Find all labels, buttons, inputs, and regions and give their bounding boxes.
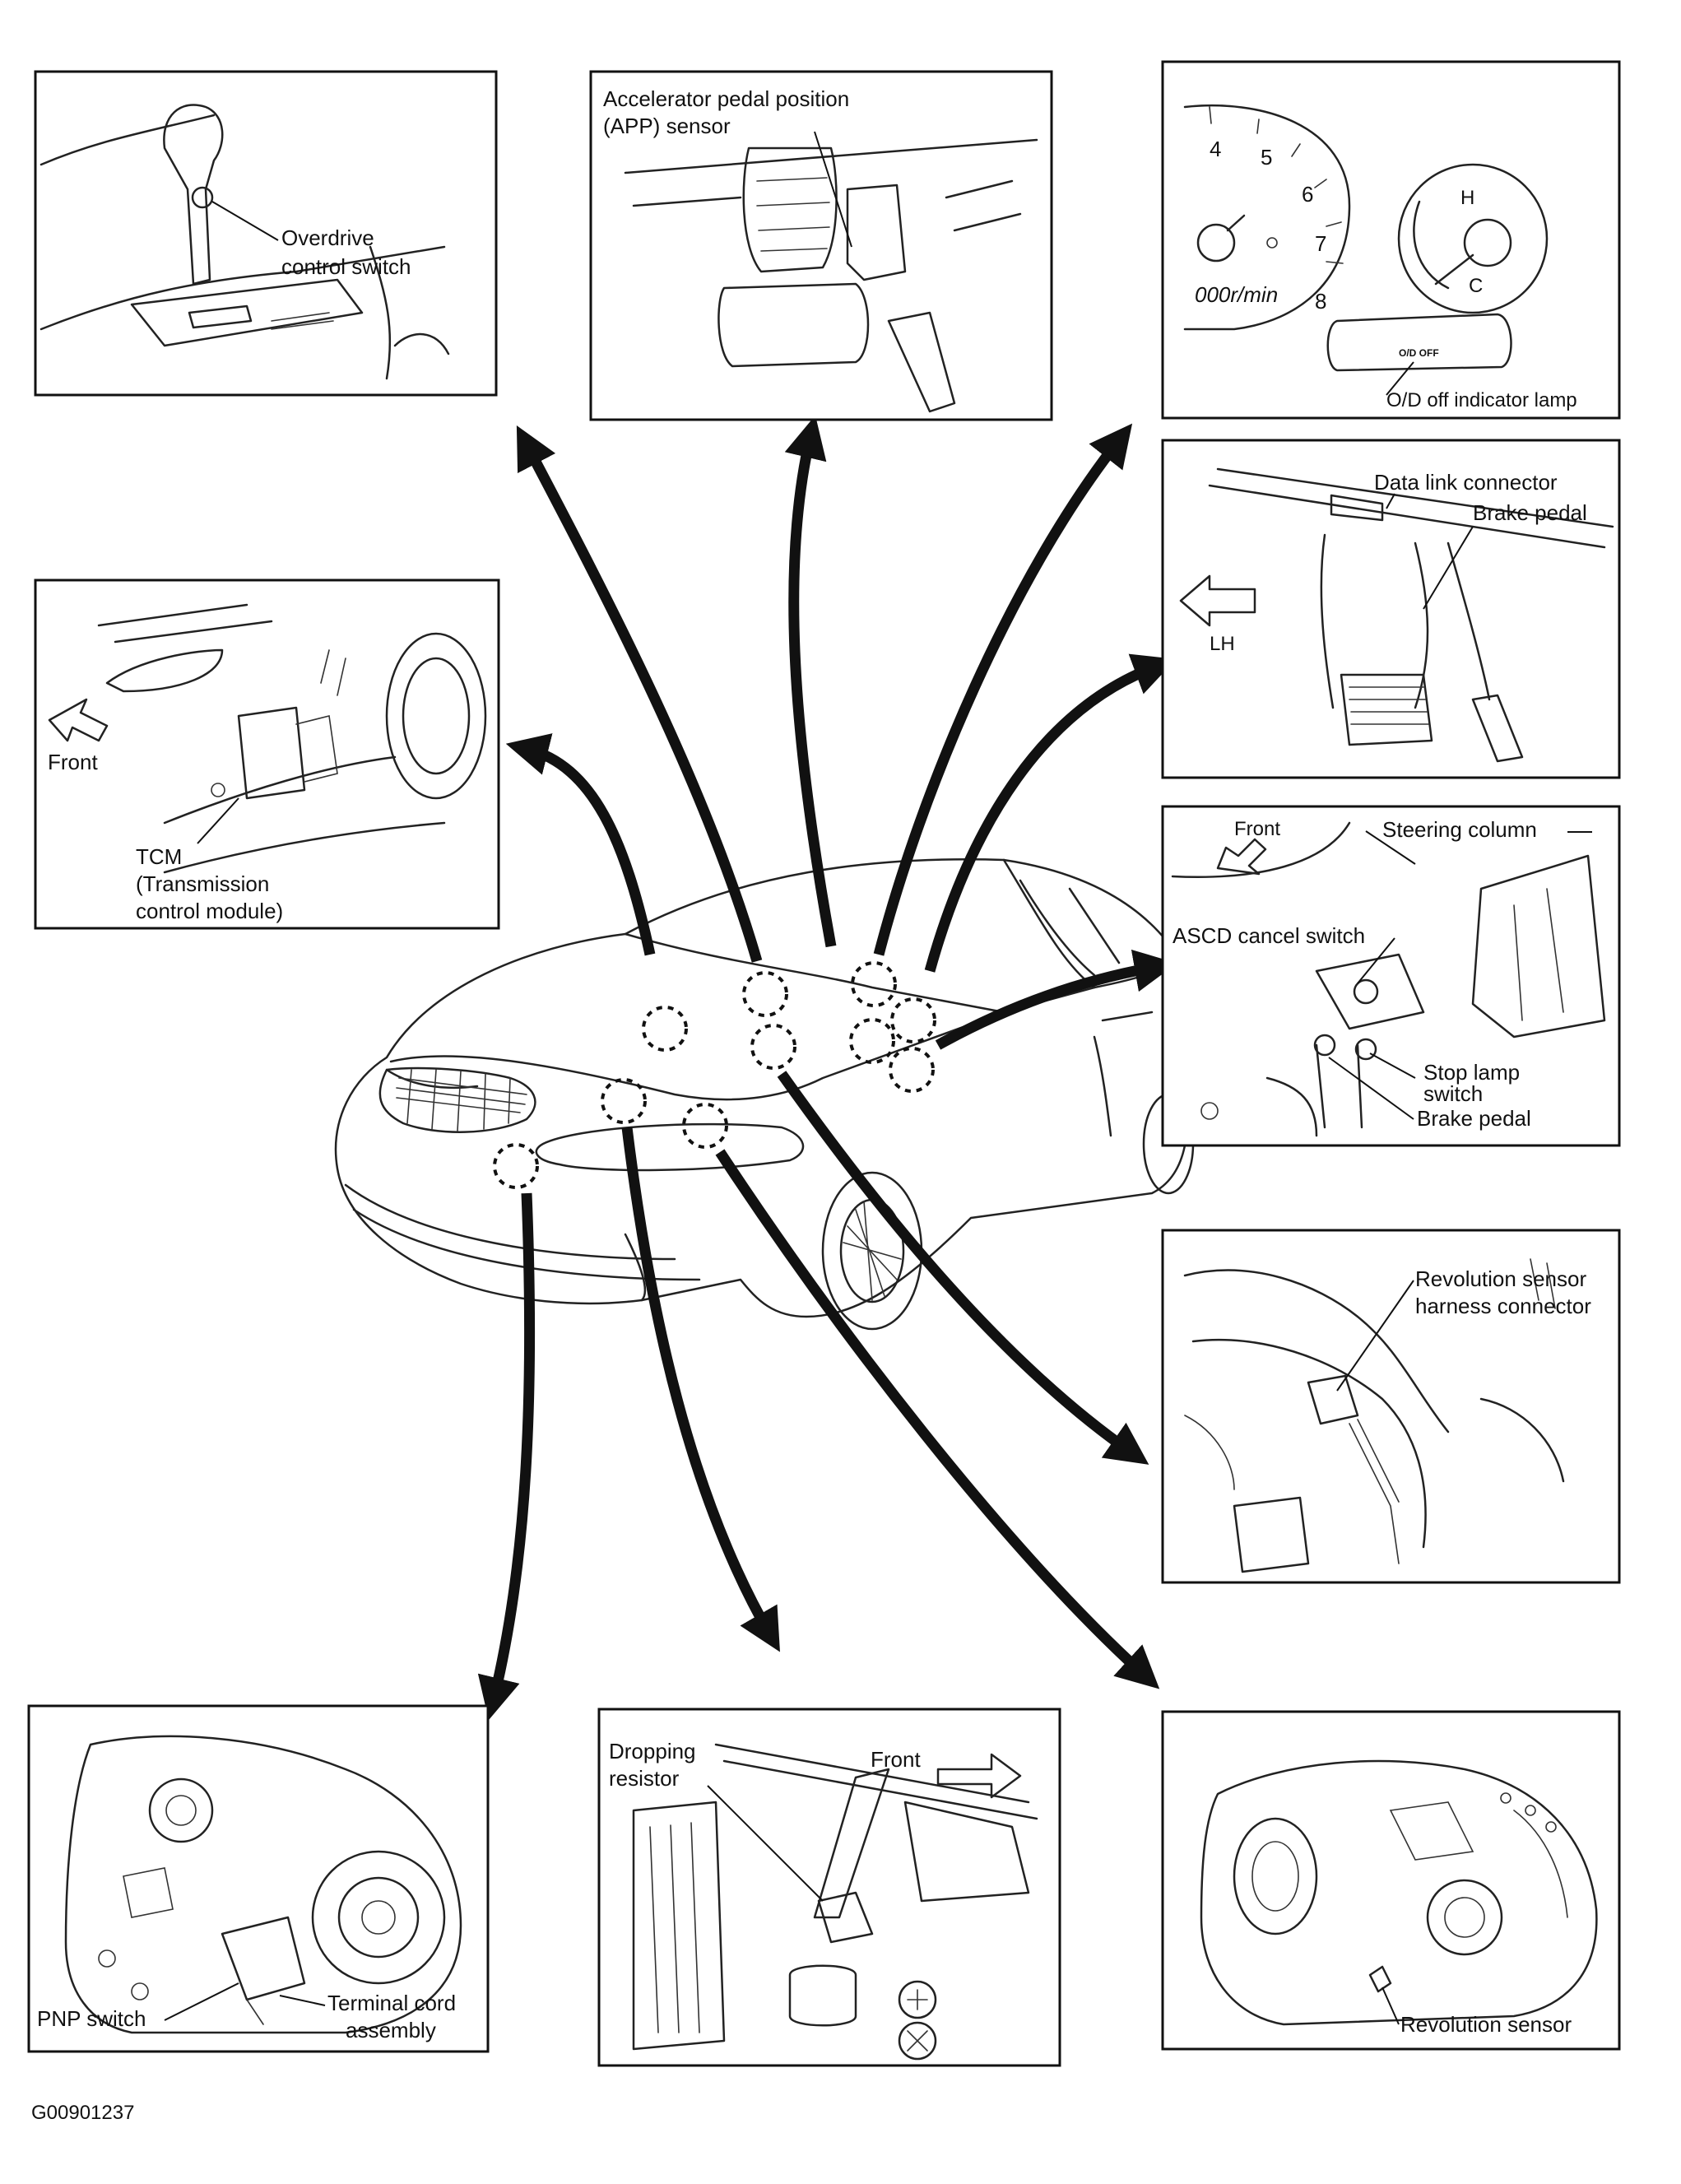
dropping-resistor-direction: Front bbox=[871, 1747, 921, 1772]
od-off-lamp-glyph: O/D OFF bbox=[1399, 347, 1439, 359]
arrow-to-gauge bbox=[873, 423, 1133, 956]
temperature-gauge bbox=[1397, 163, 1549, 314]
tachometer-hub bbox=[1196, 223, 1236, 263]
location-markers bbox=[493, 961, 936, 1189]
gauge-tick-5: 5 bbox=[1261, 145, 1272, 170]
dropping-resistor-label-line2: resistor bbox=[609, 1766, 680, 1791]
arrow-to-ascd bbox=[935, 949, 1177, 1050]
ascd-brake-pedal-label: Brake pedal bbox=[1417, 1106, 1531, 1131]
panel-revolution-sensor-connector: Revolution sensor harness connector bbox=[1161, 1229, 1621, 1584]
panel-data-link-connector: Data link connector Brake pedal LH bbox=[1161, 439, 1621, 779]
arrow-to-revolution-connector bbox=[777, 1071, 1149, 1465]
marker-revolution-sensor bbox=[682, 1103, 728, 1149]
overdrive-label-line1: Overdrive bbox=[281, 225, 374, 250]
marker-tcm bbox=[642, 1006, 688, 1052]
data-link-direction: LH bbox=[1210, 633, 1235, 655]
marker-revolution-connector bbox=[750, 1024, 796, 1070]
arrow-to-pnp bbox=[477, 1192, 536, 1721]
ascd-steering-column-label: Steering column bbox=[1382, 817, 1537, 842]
panel-ascd-cancel-switch: Front Steering column ASCD cancel switch… bbox=[1161, 805, 1621, 1147]
od-off-lamp-label: O/D off indicator lamp bbox=[1386, 389, 1577, 411]
panel-dropping-resistor: Dropping resistor Front bbox=[597, 1708, 1061, 2067]
marker-gauge bbox=[849, 1018, 895, 1064]
revolution-sensor-label: Revolution sensor bbox=[1400, 2012, 1572, 2037]
direction-arrow-front-ascd bbox=[1216, 838, 1267, 876]
gauge-unit: 000r/min bbox=[1195, 282, 1278, 307]
data-link-label: Data link connector bbox=[1374, 470, 1558, 495]
app-sensor-label-line2: (APP) sensor bbox=[603, 114, 731, 138]
dropping-resistor-label-line1: Dropping bbox=[609, 1739, 696, 1763]
gauge-tick-8: 8 bbox=[1315, 289, 1326, 314]
arrow-to-overdrive bbox=[516, 425, 763, 963]
revolution-connector-label-line1: Revolution sensor bbox=[1415, 1266, 1586, 1291]
marker-app-sensor bbox=[851, 961, 897, 1007]
direction-arrow-front-dropping bbox=[936, 1753, 1022, 1799]
marker-data-link bbox=[890, 997, 936, 1043]
arrow-to-data-link bbox=[924, 653, 1177, 973]
marker-pnp bbox=[493, 1143, 539, 1189]
gauge-tick-4: 4 bbox=[1210, 137, 1221, 161]
gauge-hot: H bbox=[1460, 187, 1474, 209]
ascd-direction: Front bbox=[1234, 818, 1280, 840]
tcm-label-line2: (Transmission bbox=[136, 871, 269, 896]
panel-pnp-switch: PNP switch Terminal cord assembly bbox=[27, 1704, 490, 2053]
figure-id: G00901237 bbox=[31, 2102, 134, 2124]
panel-tcm: Front TCM (Transmission control module) bbox=[34, 579, 500, 930]
marker-dropping bbox=[601, 1078, 647, 1124]
ascd-cancel-switch-label: ASCD cancel switch bbox=[1173, 923, 1365, 948]
tcm-label-line3: control module) bbox=[136, 899, 283, 923]
panel-app-sensor: Accelerator pedal position (APP) sensor bbox=[589, 70, 1053, 421]
panel-revolution-sensor: Revolution sensor bbox=[1161, 1710, 1621, 2051]
marker-ascd bbox=[889, 1047, 935, 1093]
terminal-cord-label-line1: Terminal cord bbox=[327, 1991, 456, 2015]
arrow-to-revolution-sensor bbox=[715, 1149, 1160, 1689]
revolution-connector-label-line2: harness connector bbox=[1415, 1294, 1591, 1318]
arrow-to-tcm bbox=[505, 733, 656, 956]
ascd-stop-lamp-switch-label: switch bbox=[1423, 1081, 1483, 1106]
vehicle-illustration bbox=[334, 858, 1195, 1331]
gauge-tick-6: 6 bbox=[1302, 182, 1313, 207]
data-link-brake-pedal-label: Brake pedal bbox=[1473, 500, 1587, 525]
gauge-cold: C bbox=[1469, 275, 1483, 297]
direction-arrow-lh bbox=[1179, 574, 1256, 627]
tcm-direction: Front bbox=[48, 750, 98, 774]
panel-od-indicator: 4 5 6 7 8 000r/min H C O/D OFF O/D off i… bbox=[1161, 60, 1621, 420]
arrow-to-dropping bbox=[621, 1127, 780, 1652]
marker-overdrive bbox=[742, 971, 788, 1017]
callout-arrows bbox=[477, 415, 1177, 1721]
ascd-stop-lamp-label: Stop lamp bbox=[1423, 1060, 1520, 1085]
direction-arrow-front bbox=[48, 698, 109, 742]
gauge-tick-7: 7 bbox=[1315, 231, 1326, 256]
overdrive-label-line2: control switch bbox=[281, 254, 411, 279]
pnp-switch-label: PNP switch bbox=[37, 2006, 146, 2031]
app-sensor-label-line1: Accelerator pedal position bbox=[603, 86, 849, 111]
terminal-cord-label-line2: assembly bbox=[346, 2018, 436, 2042]
arrow-to-app-sensor bbox=[784, 415, 837, 948]
tcm-label-line1: TCM bbox=[136, 844, 182, 869]
panel-overdrive-switch: Overdrive control switch bbox=[34, 70, 498, 397]
